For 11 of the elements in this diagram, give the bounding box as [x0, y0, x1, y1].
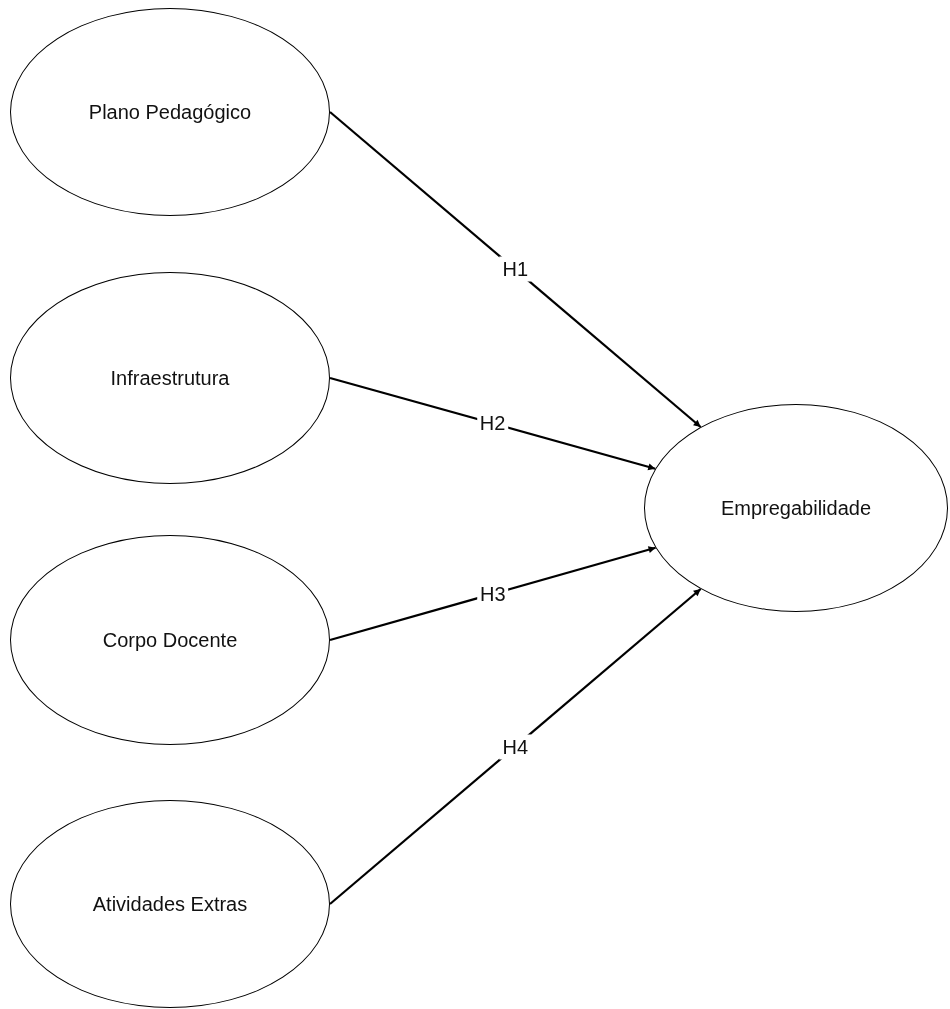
- arrow: [329, 376, 656, 471]
- node-label: Infraestrutura: [110, 366, 230, 390]
- node-label: Empregabilidade: [720, 496, 872, 520]
- node-label: Atividades Extras: [92, 892, 248, 916]
- node-label: Corpo Docente: [102, 628, 238, 652]
- arrow: [329, 588, 702, 905]
- edge-label: H4: [499, 734, 532, 759]
- arrow: [329, 111, 702, 428]
- edge-label: H1: [499, 257, 532, 282]
- node-label: Plano Pedagógico: [88, 100, 252, 124]
- arrow: [329, 546, 656, 642]
